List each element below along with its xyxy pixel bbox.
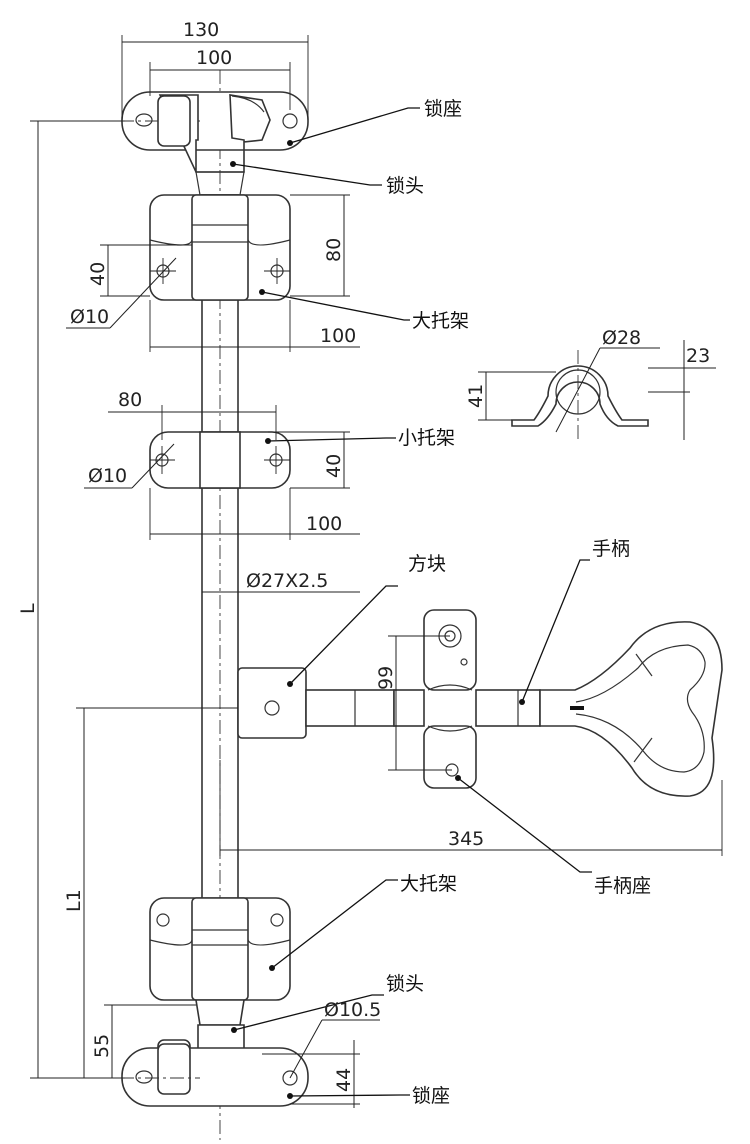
dim-L: L [17,603,39,614]
handle-seat [423,609,477,789]
dim-23: 23 [686,345,710,367]
dim-40-big: 40 [87,262,109,286]
bracket-side-view [511,347,649,440]
dim-80-big: 80 [323,238,345,262]
dim-40-small: 40 [323,454,345,478]
dim-100-small: 100 [306,513,342,535]
label-handle: 手柄 [592,538,630,560]
dim-130: 130 [183,19,219,41]
label-lock-head-top: 锁头 [386,175,424,197]
bottom-large-bracket [149,897,291,1001]
label-handle-seat: 手柄座 [594,875,651,897]
dim-55: 55 [91,1034,113,1058]
dim-100-top: 100 [196,47,232,69]
dim-d10-big: Ø10 [70,306,109,328]
dim-d28: Ø28 [602,327,641,349]
dim-44: 44 [333,1068,355,1092]
dim-345: 345 [448,828,484,850]
label-square-block: 方块 [408,553,446,575]
label-lock-seat-top: 锁座 [424,98,462,120]
dim-L1: L1 [63,889,85,912]
label-lock-seat-bottom: 锁座 [412,1085,450,1107]
top-lock-seat [120,91,309,151]
dim-d10-5: Ø10.5 [324,999,381,1021]
dim-99: 99 [375,666,397,690]
label-large-bracket-bottom: 大托架 [400,873,457,895]
top-lock-head [157,94,271,196]
bottom-lock-seat [120,1043,309,1107]
dim-d10-small: Ø10 [88,465,127,487]
dim-tube: Ø27X2.5 [246,570,328,592]
label-large-bracket-top: 大托架 [412,310,469,332]
label-small-bracket: 小托架 [398,427,455,449]
handle [305,621,723,797]
dim-80-small: 80 [118,389,142,411]
dim-41: 41 [465,384,487,408]
small-bracket [149,431,291,489]
top-large-bracket [149,194,291,301]
dim-100-big: 100 [320,325,356,347]
label-lock-head-bottom: 锁头 [386,973,424,995]
